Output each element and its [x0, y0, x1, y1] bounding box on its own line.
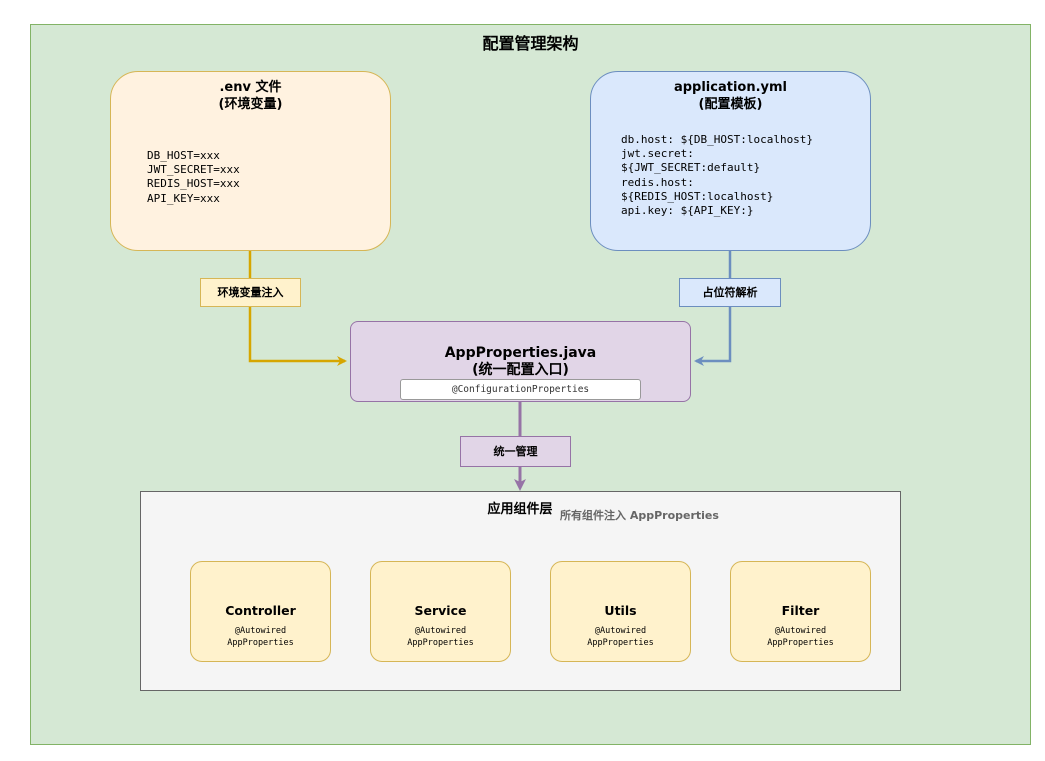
app-properties-title: AppProperties.java (统一配置入口) — [444, 345, 597, 378]
env-box-title: .env 文件 (环境变量) — [218, 80, 283, 112]
component-annotation: @Autowired AppProperties — [227, 626, 294, 648]
component-layer-title: 应用组件层 — [487, 502, 553, 517]
env-variable-line: REDIS_HOST=xxx — [147, 177, 240, 191]
utils-component: Utils @Autowired AppProperties — [550, 561, 691, 662]
yml-config-line: redis.host: — [621, 175, 694, 189]
placeholder-parse-label: 占位符解析 — [679, 278, 781, 307]
filter-component: Filter @Autowired AppProperties — [730, 561, 871, 662]
yml-config-line: api.key: ${API_KEY:} — [621, 204, 754, 218]
env-inject-label: 环境变量注入 — [200, 278, 301, 307]
yml-config-line: ${JWT_SECRET:default} — [621, 161, 761, 175]
yml-config-list: db.host: ${DB_HOST:localhost}jwt.secret:… — [621, 133, 813, 218]
env-variable-line: API_KEY=xxx — [147, 191, 220, 205]
application-yml-box: application.yml (配置模板) db.host: ${DB_HOS… — [590, 71, 871, 251]
unified-management-label: 统一管理 — [460, 436, 571, 467]
env-variable-line: DB_HOST=xxx — [147, 149, 220, 162]
component-annotation: @Autowired AppProperties — [767, 626, 834, 648]
controller-component: Controller @Autowired AppProperties — [190, 561, 331, 662]
component-name: Service — [414, 603, 467, 618]
component-annotation: @Autowired AppProperties — [407, 626, 474, 648]
component-name: Utils — [604, 603, 637, 618]
component-layer-subtitle: 所有组件注入 AppProperties — [560, 509, 719, 522]
component-annotation: @Autowired AppProperties — [587, 626, 654, 648]
configuration-properties-annotation: @ConfigurationProperties — [400, 379, 641, 400]
yml-config-line: ${REDIS_HOST:localhost} — [621, 189, 774, 203]
service-component: Service @Autowired AppProperties — [370, 561, 511, 662]
component-name: Controller — [225, 603, 296, 618]
yml-config-line: jwt.secret: — [621, 147, 694, 161]
diagram-title: 配置管理架构 — [482, 34, 579, 53]
component-name: Filter — [781, 603, 820, 618]
env-variable-line: JWT_SECRET=xxx — [147, 163, 240, 177]
yml-config-line: db.host: ${DB_HOST:localhost} — [621, 133, 814, 146]
yml-box-title: application.yml (配置模板) — [673, 80, 788, 112]
